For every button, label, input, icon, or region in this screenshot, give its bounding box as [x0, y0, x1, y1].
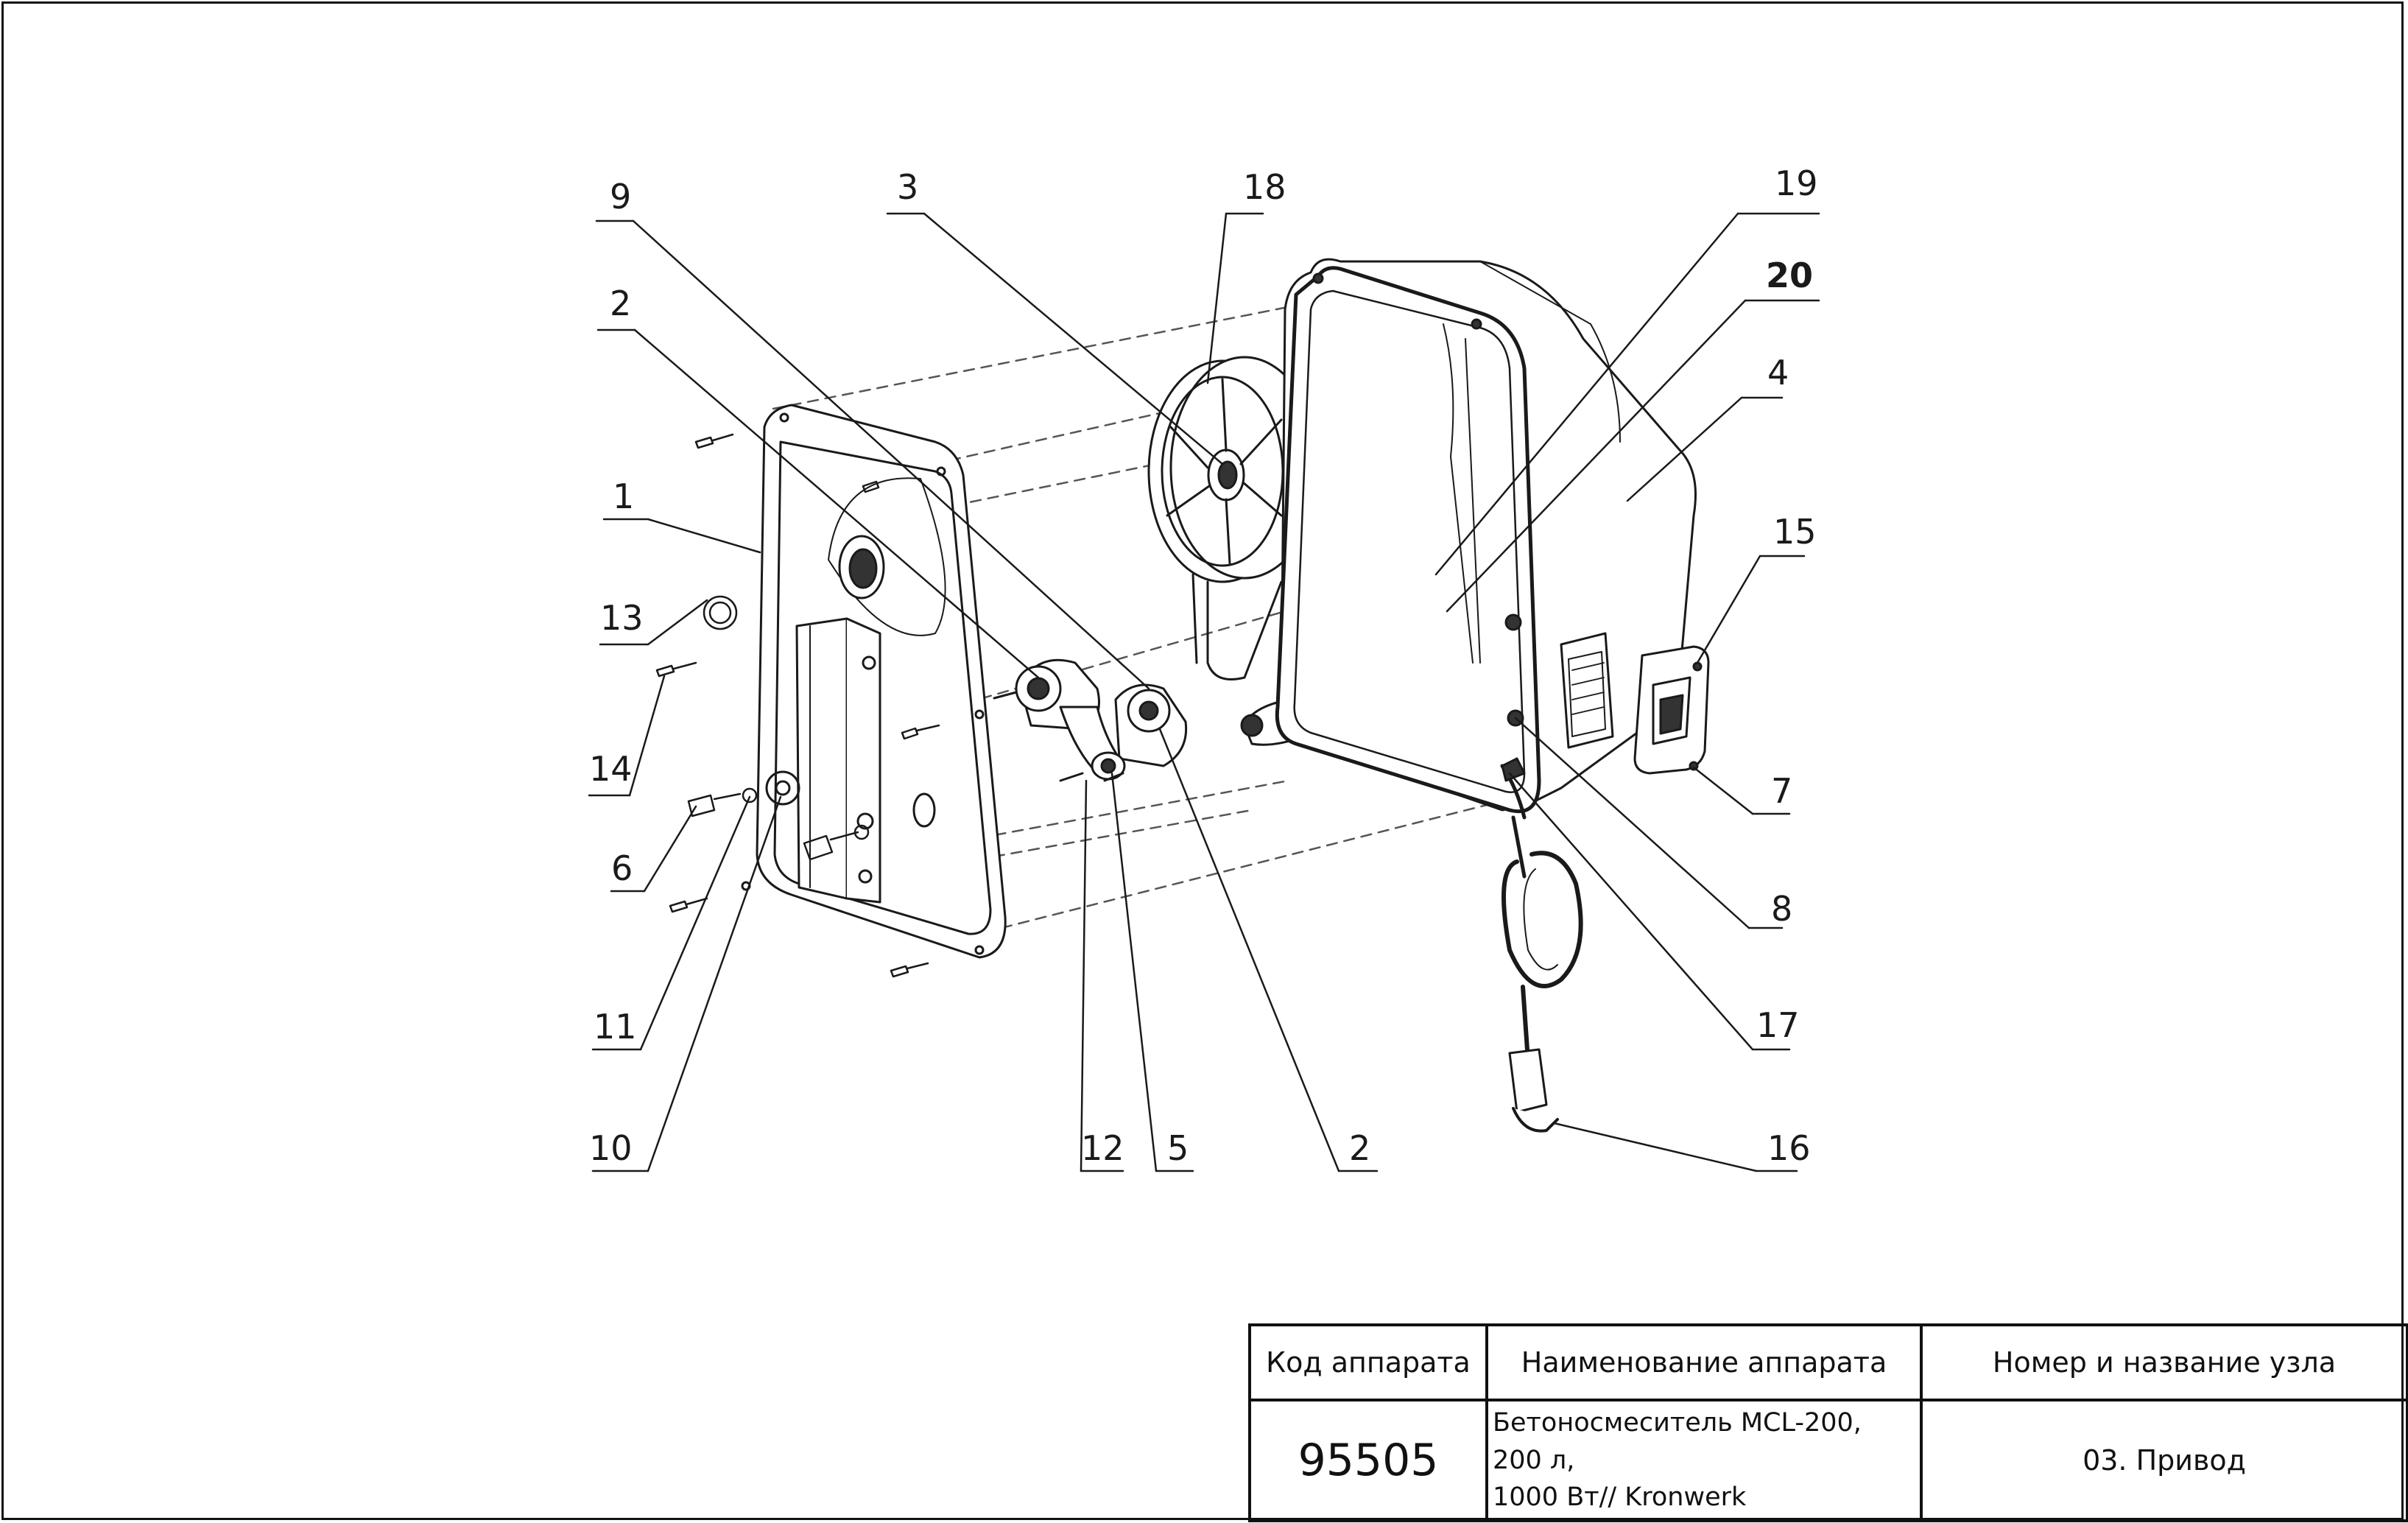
header-name: Наименование аппарата: [1485, 1323, 1923, 1401]
apparatus-name-line1: Бетоносмеситель MCL-200, 200 л,: [1493, 1407, 1862, 1475]
callout-numbers: 9 3 18 19 20 2 4 1 15 13 14 7 6 8 11 17 …: [589, 163, 1818, 1168]
callout-10: 10: [589, 1128, 633, 1168]
callout-4: 4: [1767, 353, 1789, 393]
callout-17: 17: [1756, 1005, 1800, 1045]
callout-14: 14: [589, 749, 633, 789]
apparatus-name-line2: 1000 Вт// Kronwerk: [1493, 1482, 1747, 1513]
drive-pulley: [1147, 356, 1320, 680]
callout-15: 15: [1773, 512, 1817, 552]
callout-13: 13: [600, 598, 644, 638]
header-code: Код аппарата: [1248, 1323, 1488, 1401]
callout-8: 8: [1771, 889, 1792, 929]
title-block: Код аппарата Наименование аппарата Номер…: [1248, 1323, 2408, 1522]
unit-number-name: 03. Привод: [1920, 1399, 2408, 1522]
callout-20: 20: [1766, 256, 1813, 295]
callout-7: 7: [1771, 771, 1792, 811]
callout-5: 5: [1167, 1128, 1189, 1168]
callout-11: 11: [594, 1007, 637, 1047]
header-unit: Номер и название узла: [1920, 1323, 2408, 1401]
callout-9: 9: [610, 177, 631, 217]
callout-18: 18: [1243, 167, 1286, 207]
apparatus-name: Бетоносмеситель MCL-200, 200 л, 1000 Вт/…: [1485, 1399, 1923, 1522]
callout-16: 16: [1767, 1128, 1811, 1168]
bearing-housings: [993, 658, 1188, 782]
callout-6: 6: [611, 848, 633, 888]
leader-lines: [588, 212, 1820, 1172]
rear-cover-plate: [741, 404, 1007, 959]
callout-12: 12: [1081, 1128, 1124, 1168]
callout-2-lower: 2: [1349, 1128, 1370, 1168]
callout-1: 1: [613, 476, 634, 516]
motor-housing: [1275, 258, 1710, 1133]
callout-19: 19: [1775, 163, 1818, 203]
screws: [655, 433, 940, 978]
apparatus-code: 95505: [1248, 1399, 1488, 1522]
callout-3: 3: [897, 167, 918, 207]
callout-2-upper: 2: [610, 284, 631, 323]
